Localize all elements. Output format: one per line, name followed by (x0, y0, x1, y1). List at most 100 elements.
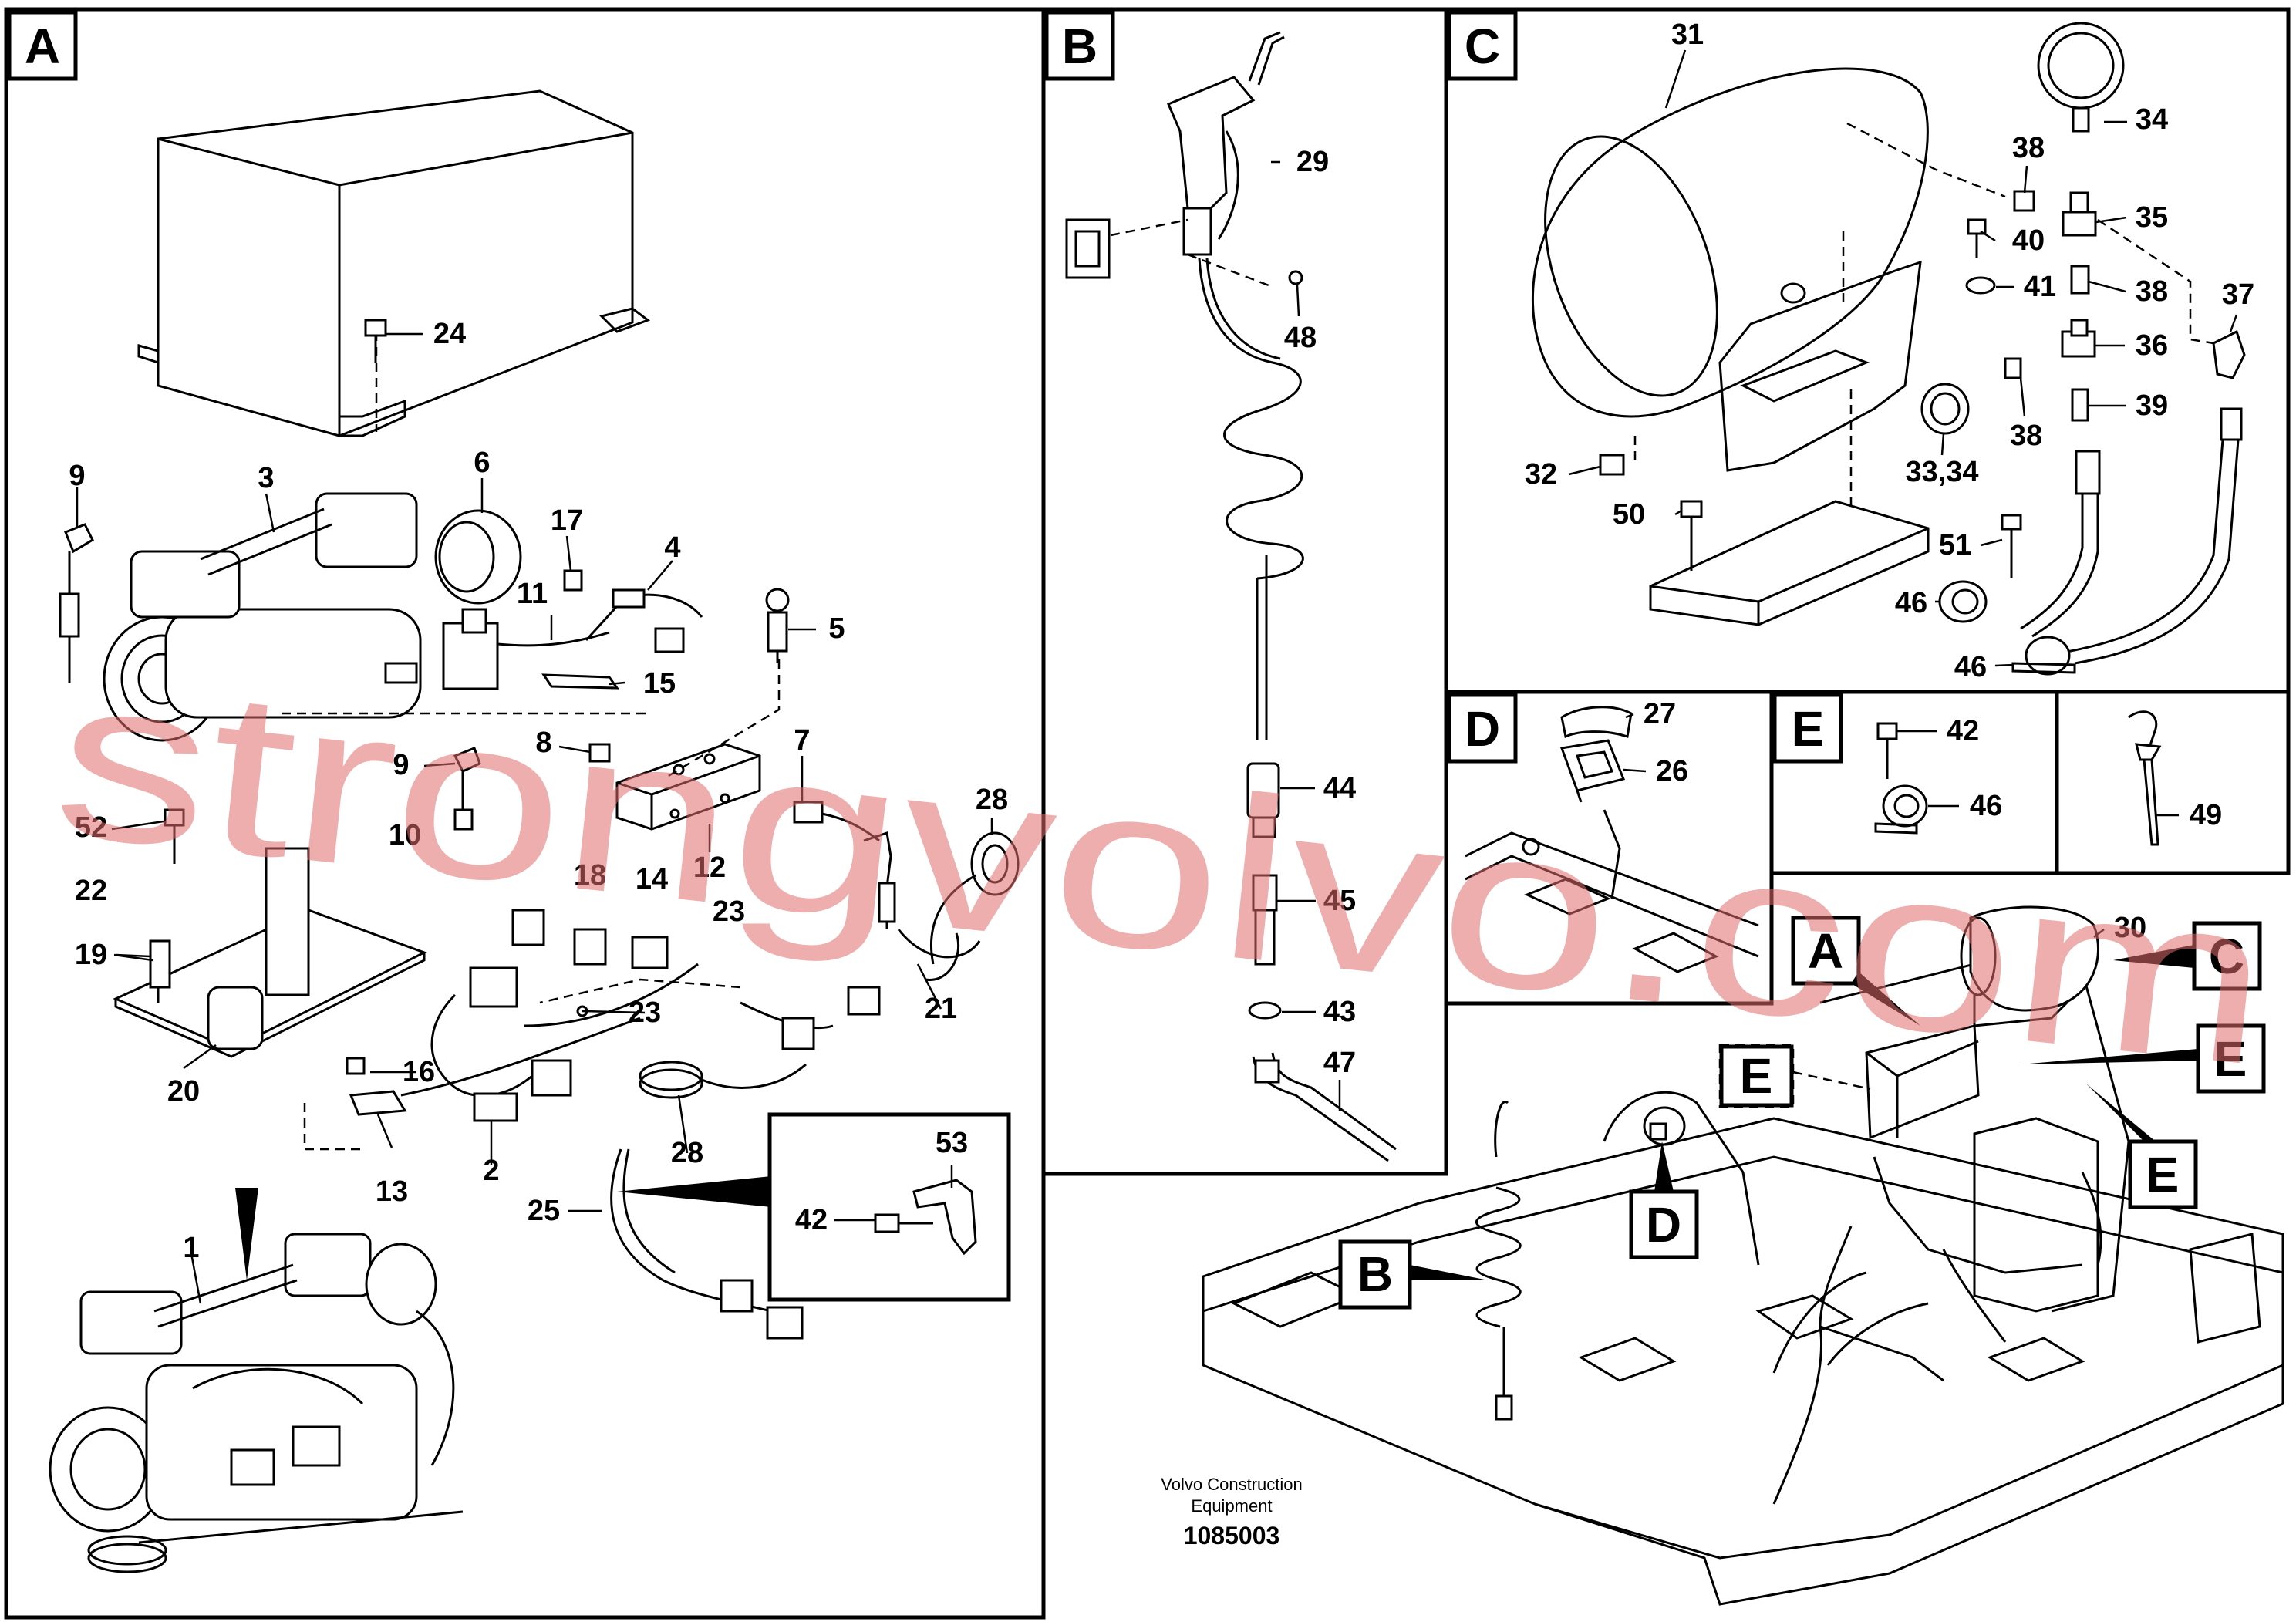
connectors (430, 909, 699, 1098)
credit-line1: Volvo Construction (1161, 1475, 1302, 1494)
callout-d-26: 26 (1656, 755, 1688, 787)
clip-13 (346, 1057, 407, 1116)
panel-c: C (1444, 7, 2291, 694)
overview-switch-d (1649, 1122, 1667, 1141)
callout-c-46b: 46 (1954, 651, 1987, 683)
plate-20 (113, 847, 427, 1058)
hoses-c (2020, 439, 2240, 665)
clamp-46b (2011, 636, 2076, 676)
ring-28b (639, 1061, 807, 1099)
callout-a-19: 19 (75, 939, 107, 971)
credit-line2: Equipment (1191, 1496, 1272, 1516)
overview-label-c: C (2209, 929, 2244, 984)
callout-a-24: 24 (433, 318, 466, 350)
watermark: strongvolvo.com (45, 624, 2281, 1115)
callout-c-38b: 38 (2136, 275, 2168, 308)
overview-label-b-box (1338, 1239, 1412, 1310)
switch-26 (1559, 739, 1626, 803)
inset-53-42 (617, 1112, 1011, 1302)
callout-c-31: 31 (1671, 19, 1704, 51)
callout-c-35: 35 (2136, 201, 2168, 234)
hose-47 (1252, 1052, 1397, 1162)
callout-a-12: 12 (693, 851, 726, 884)
overview-label-d: D (1646, 1197, 1681, 1253)
bolt-52 (164, 808, 185, 864)
callout-a-5: 5 (828, 612, 845, 645)
clip-15 (541, 673, 619, 690)
clamp-43 (1248, 1001, 1282, 1020)
callout-a-18: 18 (574, 859, 606, 892)
callout-a-21: 21 (925, 993, 957, 1025)
washer-41 (1965, 276, 1996, 295)
callout-a-1: 1 (183, 1232, 199, 1264)
callout-a-16: 16 (403, 1056, 435, 1088)
bolt-51 (2001, 514, 2022, 578)
callout-a-10: 10 (389, 819, 421, 851)
callout-a-25: 25 (528, 1195, 560, 1227)
callout-a-14: 14 (636, 863, 668, 895)
plug-33-34 (1920, 383, 1970, 435)
callout-b-44: 44 (1323, 772, 1356, 804)
callout-e-46: 46 (1970, 790, 2002, 822)
callout-a-23: 23 (713, 895, 745, 928)
callout-a-4: 4 (664, 531, 680, 564)
panel-e2 (2055, 690, 2291, 875)
callout-a-7: 7 (794, 724, 810, 757)
callout-a-28: 28 (976, 784, 1008, 816)
cable-tie-49 (2128, 710, 2162, 846)
overview-label-d-box (1629, 1189, 1699, 1259)
panel-a-label-box (7, 10, 78, 81)
fitting-39 (2071, 388, 2089, 422)
callout-overview-30: 30 (2114, 912, 2146, 944)
callout-c-50: 50 (1613, 498, 1645, 531)
drain-32 (1599, 454, 1625, 476)
bolt-42-e (1876, 722, 1898, 779)
overview-label-e2: E (1740, 1048, 1773, 1104)
overview-label-e1: E (2214, 1031, 2247, 1087)
overview-label-e3: E (2146, 1147, 2180, 1202)
callout-a-6: 6 (474, 447, 490, 479)
callout-d-27: 27 (1644, 698, 1676, 730)
bolt-50 (1680, 500, 1703, 571)
callout-a-3: 3 (258, 462, 274, 494)
gauge-34 (2037, 22, 2125, 133)
callout-c-32: 32 (1525, 458, 1557, 491)
callout-a-28b: 28 (671, 1137, 703, 1169)
callout-a-17: 17 (551, 504, 583, 537)
callout-a-15: 15 (643, 667, 676, 700)
callout-c-37: 37 (2222, 278, 2254, 311)
line-21 (863, 831, 981, 981)
tee-36 (2061, 319, 2096, 358)
panel-a-label: A (25, 19, 60, 74)
holder-clip (1065, 218, 1111, 279)
overview-box-a (1865, 1024, 1980, 1140)
callout-a-20: 20 (167, 1075, 200, 1108)
solenoid-11 (442, 608, 610, 690)
panel-e-label-box (1772, 693, 1843, 764)
cover-box (137, 89, 651, 437)
overview-label-e1-box (2196, 1023, 2266, 1094)
overview-label-a-box (1791, 916, 1861, 986)
callout-a-13: 13 (376, 1175, 408, 1208)
callout-a-11: 11 (517, 578, 548, 610)
callouts: 24 9 3 6 17 4 11 5 15 8 7 9 10 12 28 52 … (69, 19, 2254, 1264)
elbow-9b (453, 747, 481, 831)
panel-a: A (4, 7, 1046, 1620)
overview-label-a: A (1808, 923, 1843, 979)
callout-c-51: 51 (1939, 529, 1971, 561)
compressor-assembly (103, 492, 522, 742)
overview-label-b: B (1357, 1246, 1393, 1302)
callout-c-39: 39 (2136, 389, 2168, 422)
screw-48 (1288, 270, 1303, 285)
panel-b: B (1041, 7, 1448, 1176)
callout-a-9b: 9 (393, 749, 409, 781)
harness-2 (400, 986, 881, 1122)
cap-27 (1560, 706, 1633, 739)
callout-c-40: 40 (2012, 224, 2045, 257)
sensor-5 (765, 588, 790, 663)
bolt-17 (563, 569, 583, 592)
callout-e-42: 42 (1947, 715, 1979, 747)
manifold-12 (615, 743, 761, 831)
overview-coil-hose (1475, 1100, 1522, 1421)
callout-c-34: 34 (2136, 103, 2168, 136)
